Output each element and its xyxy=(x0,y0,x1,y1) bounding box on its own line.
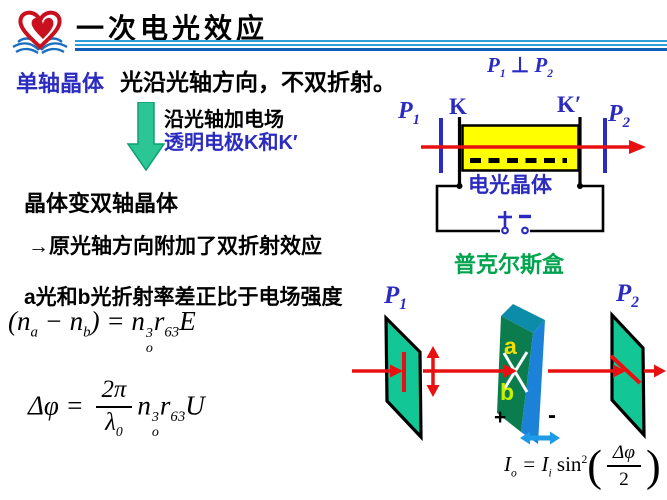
logo-heart-inner xyxy=(31,17,54,39)
text-added-birefringence: →原光轴方向附加了双折射效应 xyxy=(28,235,322,258)
title-rule-line-2 xyxy=(75,44,667,46)
f3-denominator: 2 xyxy=(619,469,629,491)
label-axis-b: b xyxy=(500,379,515,405)
down-arrow-icon xyxy=(126,102,166,172)
p2-transmission-axis xyxy=(609,354,642,385)
f3-Ii: I xyxy=(541,452,549,477)
text-transparent-electrodes: 透明电极K和K′ xyxy=(164,132,298,154)
text-apply-field: 沿光轴加电场 xyxy=(164,109,284,131)
label-kprime: K′ xyxy=(557,92,582,117)
f1-n2: n xyxy=(69,306,84,336)
f3-close-paren: ) xyxy=(645,441,661,491)
pockels-box-label: 普克尔斯盒 xyxy=(454,252,565,277)
f1-sub-o: o xyxy=(145,339,153,356)
voltage-direction-arrow xyxy=(520,431,560,445)
label-minus: - xyxy=(548,402,556,429)
crystal-side-face xyxy=(521,320,545,444)
heart-wings-logo xyxy=(12,10,68,55)
title-rule xyxy=(75,40,667,52)
f2-lhs: Δφ = xyxy=(28,390,91,421)
f3-equals: = xyxy=(516,452,542,477)
label-p2-top: P2 xyxy=(608,101,631,131)
light-beam-arrowhead xyxy=(629,140,646,154)
f1-exp-3: 3 xyxy=(145,325,153,342)
f1-r: r xyxy=(153,306,165,336)
label-p1-bottom: P1 xyxy=(384,282,408,313)
f3-sub-o: o xyxy=(511,467,517,480)
battery-negative-terminal xyxy=(519,214,531,235)
f1-close-paren: ) xyxy=(90,306,100,336)
electrooptic-crystal-label: 电光晶体 xyxy=(468,174,552,197)
f2-sub-63: 63 xyxy=(170,408,186,425)
f1-sub-63: 63 xyxy=(164,324,180,341)
f1-n3: n xyxy=(131,306,145,336)
f2-lambda: λ xyxy=(105,408,116,436)
label-p1-top: P1 xyxy=(398,98,421,128)
text-line-no-birefringence: 光沿光轴方向，不双折射。 xyxy=(120,69,396,95)
perpendicular-symbol: ⊥ xyxy=(510,53,530,77)
f3-sin: sin xyxy=(551,452,582,477)
f1-sub-b: b xyxy=(83,324,91,341)
f1-minus: − xyxy=(37,306,70,336)
perp-sub2: 2 xyxy=(547,68,554,81)
label-plus: + xyxy=(494,406,507,429)
wire-left xyxy=(435,184,500,233)
f2-r: r xyxy=(159,390,171,421)
f2-numerator: 2π xyxy=(95,377,133,408)
p1-perpendicular-p2: P1 ⊥ P2 xyxy=(487,53,553,80)
f2-exp-3: 3 xyxy=(151,409,159,426)
text-index-difference: a光和b光折射率差正比于电场强度 xyxy=(24,286,343,309)
label-k: K xyxy=(449,94,467,119)
wire-right xyxy=(530,184,605,233)
f2-n: n xyxy=(137,390,151,421)
title-rule-line-3 xyxy=(75,48,667,51)
battery-positive-terminal xyxy=(498,211,512,235)
polarizer-crystal-diagram xyxy=(352,304,666,445)
f1-equals: = xyxy=(99,306,132,336)
title-rule-line-1 xyxy=(75,40,667,42)
f2-U: U xyxy=(185,390,205,421)
pockels-cell-diagram xyxy=(421,117,646,235)
text-becomes-biaxial: 晶体变双轴晶体 xyxy=(24,191,179,216)
crystal-top-face xyxy=(501,304,545,333)
f3-sub-i: i xyxy=(548,467,552,480)
down-arrow-shape xyxy=(126,102,166,172)
vertical-polarization-arrow xyxy=(426,346,440,397)
f1-n: n xyxy=(17,306,31,336)
f1-sub-a: a xyxy=(30,324,38,341)
perp-sub1: 1 xyxy=(499,68,506,81)
perp-p1: P xyxy=(487,53,500,77)
f3-numerator: Δφ xyxy=(606,443,641,468)
f3-squared: 2 xyxy=(581,454,588,467)
label-p2-bottom: P2 xyxy=(616,280,640,311)
label-axis-a: a xyxy=(504,333,517,359)
light-beam xyxy=(352,364,666,378)
f1-E: E xyxy=(179,306,196,336)
f3-Io: I xyxy=(504,452,511,477)
uniaxial-crystal-label: 单轴晶体 xyxy=(16,71,105,96)
f2-lambda-sub: 0 xyxy=(115,423,123,439)
f2-sub-o: o xyxy=(151,424,159,441)
f1-open-paren: ( xyxy=(8,306,17,336)
f3-open-paren: ( xyxy=(587,441,602,491)
perp-p2: P xyxy=(534,53,548,77)
page-title: 一次电光效应 xyxy=(76,13,269,44)
